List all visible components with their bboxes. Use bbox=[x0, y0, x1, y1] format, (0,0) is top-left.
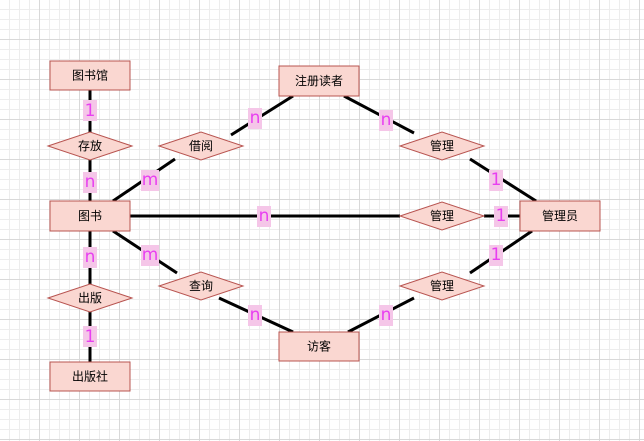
cardinality-reader-manage: n bbox=[379, 110, 393, 131]
svg-text:n: n bbox=[259, 206, 270, 226]
cardinality-library-store: 1 bbox=[83, 100, 97, 121]
svg-text:查询: 查询 bbox=[189, 279, 213, 293]
svg-text:n: n bbox=[85, 172, 96, 192]
cardinalities: 1 n n 1 m n m n bbox=[83, 100, 508, 347]
relation-publish[interactable]: 出版 bbox=[46, 283, 134, 313]
svg-text:1: 1 bbox=[496, 206, 507, 226]
cardinality-admin-manage-reader: 1 bbox=[489, 170, 503, 191]
entity-publisher[interactable]: 出版社 bbox=[49, 361, 131, 392]
svg-text:1: 1 bbox=[491, 170, 502, 190]
entity-admin[interactable]: 管理员 bbox=[519, 200, 601, 232]
cardinality-publisher-publish: 1 bbox=[83, 326, 97, 347]
entity-registered-reader[interactable]: 注册读者 bbox=[278, 65, 360, 97]
cardinality-admin-manage-book: 1 bbox=[494, 206, 508, 227]
svg-text:存放: 存放 bbox=[78, 138, 102, 153]
svg-text:n: n bbox=[250, 305, 261, 325]
svg-text:m: m bbox=[142, 245, 159, 265]
svg-text:图书馆: 图书馆 bbox=[72, 68, 108, 83]
svg-text:1: 1 bbox=[85, 327, 96, 347]
cardinality-book-borrow: m bbox=[141, 170, 159, 191]
relation-borrow[interactable]: 借阅 bbox=[157, 131, 245, 161]
relation-store[interactable]: 存放 bbox=[46, 131, 134, 161]
relations: 存放 出版 借阅 查询 管理 管理 管理 bbox=[46, 131, 486, 313]
svg-text:图书: 图书 bbox=[78, 209, 102, 223]
entity-library[interactable]: 图书馆 bbox=[49, 60, 131, 91]
svg-text:出版: 出版 bbox=[78, 291, 102, 305]
cardinality-book-store: n bbox=[83, 172, 97, 193]
edges bbox=[88, 90, 537, 362]
svg-text:n: n bbox=[85, 247, 96, 267]
svg-text:n: n bbox=[381, 305, 392, 325]
cardinality-reader-borrow: n bbox=[248, 108, 262, 129]
entity-book[interactable]: 图书 bbox=[49, 200, 131, 232]
cardinality-book-publish: n bbox=[83, 247, 97, 268]
cardinality-visitor-query: n bbox=[248, 305, 262, 326]
entity-visitor[interactable]: 访客 bbox=[278, 331, 360, 362]
svg-text:1: 1 bbox=[85, 101, 96, 121]
cardinality-admin-manage-visitor: 1 bbox=[489, 245, 503, 266]
relation-query[interactable]: 查询 bbox=[157, 271, 245, 301]
relation-manage-visitor[interactable]: 管理 bbox=[398, 271, 486, 301]
svg-text:管理: 管理 bbox=[430, 138, 454, 153]
cardinality-book-manage: n bbox=[257, 206, 271, 227]
svg-text:出版社: 出版社 bbox=[72, 369, 108, 384]
svg-text:管理员: 管理员 bbox=[542, 208, 578, 223]
cardinality-visitor-manage: n bbox=[379, 305, 393, 326]
svg-text:访客: 访客 bbox=[307, 339, 331, 354]
svg-text:管理: 管理 bbox=[430, 208, 454, 223]
relation-manage-book[interactable]: 管理 bbox=[398, 201, 486, 231]
relation-manage-reader[interactable]: 管理 bbox=[398, 131, 486, 161]
svg-text:注册读者: 注册读者 bbox=[295, 73, 343, 88]
cardinality-book-query: m bbox=[141, 245, 159, 266]
svg-text:管理: 管理 bbox=[430, 278, 454, 293]
entities: 图书馆 图书 出版社 注册读者 访客 管理员 bbox=[49, 60, 601, 392]
svg-text:n: n bbox=[250, 108, 261, 128]
svg-text:n: n bbox=[381, 110, 392, 130]
svg-text:m: m bbox=[142, 170, 159, 190]
svg-text:1: 1 bbox=[491, 245, 502, 265]
svg-text:借阅: 借阅 bbox=[189, 139, 213, 153]
